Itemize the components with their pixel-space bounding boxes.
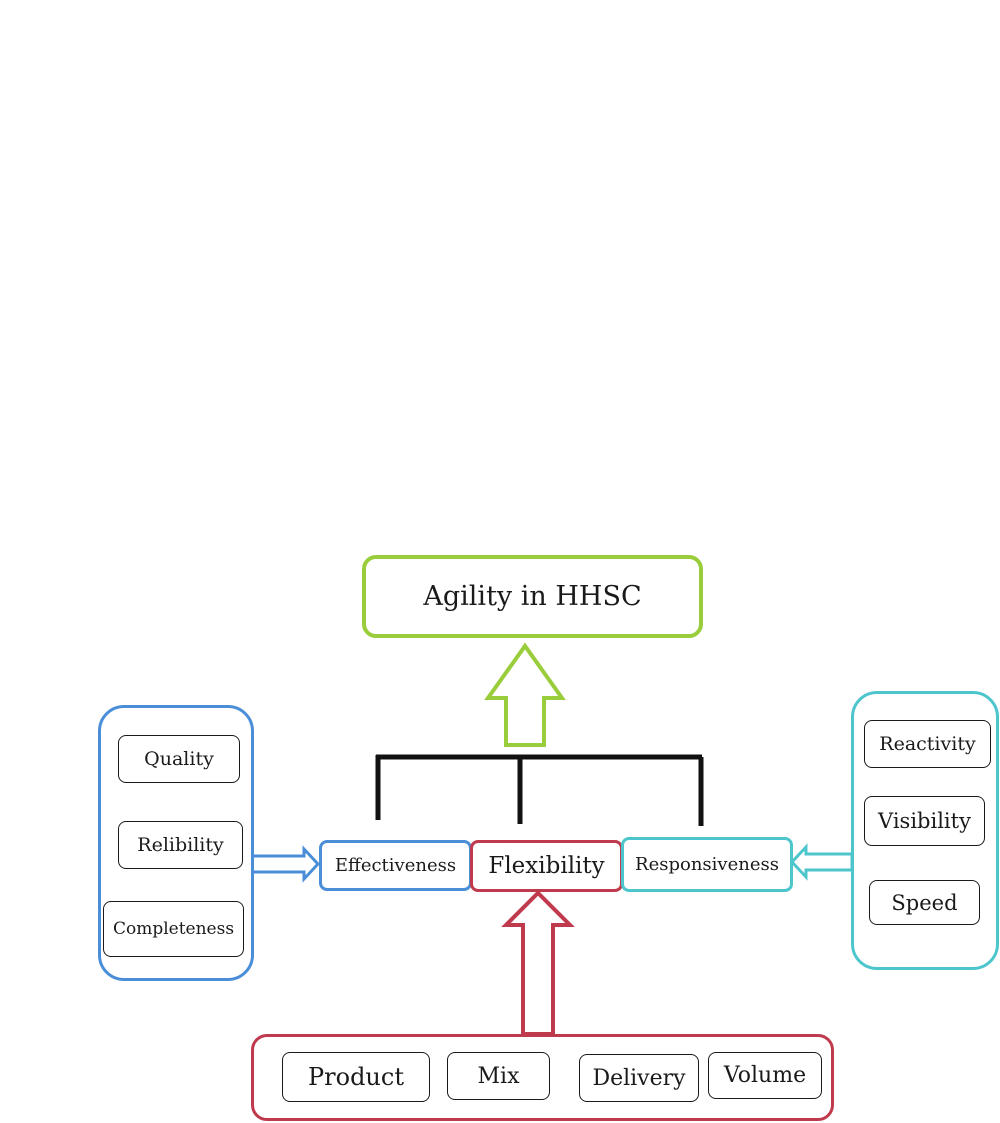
- factor-relibility: Relibility: [118, 821, 243, 869]
- agility-title-box: Agility in HHSC: [362, 555, 703, 638]
- arrow-effectiveness-factors: [250, 845, 321, 883]
- factor-mix: Mix: [447, 1052, 550, 1100]
- factor-completeness: Completeness: [103, 901, 244, 957]
- factor-volume: Volume: [708, 1052, 822, 1099]
- flexibility-box: Flexibility: [470, 840, 623, 892]
- factor-delivery: Delivery: [579, 1054, 699, 1102]
- dimension-bracket: [375, 754, 704, 826]
- arrow-responsiveness-factors: [789, 843, 854, 881]
- factor-visibility: Visibility: [864, 796, 985, 846]
- factor-quality: Quality: [118, 735, 240, 783]
- factor-speed: Speed: [869, 880, 980, 925]
- arrow-flexibility-factors: [501, 890, 575, 1036]
- agility-title: Agility in HHSC: [423, 581, 642, 612]
- effectiveness-box: Effectiveness: [319, 840, 472, 891]
- factor-reactivity: Reactivity: [864, 720, 991, 768]
- responsiveness-box: Responsiveness: [621, 837, 793, 892]
- arrow-up-to-title: [484, 642, 566, 747]
- factor-product: Product: [282, 1052, 430, 1102]
